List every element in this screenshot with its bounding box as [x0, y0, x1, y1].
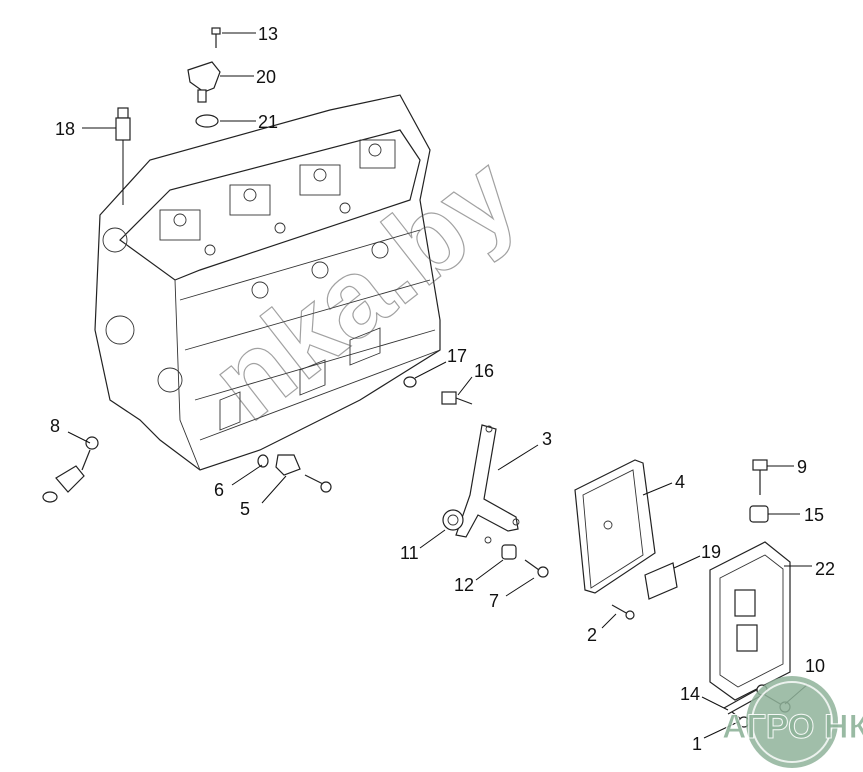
parts [42, 27, 791, 728]
callout-11: 11 [400, 543, 419, 563]
callout-19: 19 [701, 542, 721, 562]
callout-2: 2 [587, 625, 597, 645]
callout-8: 8 [50, 416, 60, 436]
callout-3: 3 [542, 429, 552, 449]
callout-18: 18 [55, 119, 75, 139]
callout-22: 22 [815, 559, 835, 579]
callout-7: 7 [489, 591, 499, 611]
callout-9: 9 [797, 457, 807, 477]
callout-17: 17 [447, 346, 467, 366]
callout-21: 21 [258, 112, 278, 132]
engine-block [94, 94, 441, 471]
callout-15: 15 [804, 505, 824, 525]
callout-labels: 13 20 21 18 17 16 3 4 8 9 15 6 5 22 19 1… [50, 24, 835, 754]
callout-16: 16 [474, 361, 494, 381]
callout-12: 12 [454, 575, 474, 595]
callout-14: 14 [680, 684, 700, 704]
callout-1: 1 [692, 734, 702, 754]
leader-lines [67, 32, 812, 739]
callout-4: 4 [675, 472, 685, 492]
callout-13: 13 [258, 24, 278, 44]
logo-text: АГРО НКА [722, 708, 863, 746]
agro-nka-logo: АГРО НКА [722, 676, 863, 768]
callout-6: 6 [214, 480, 224, 500]
callout-5: 5 [240, 499, 250, 519]
callout-10: 10 [805, 656, 825, 676]
callout-20: 20 [256, 67, 276, 87]
